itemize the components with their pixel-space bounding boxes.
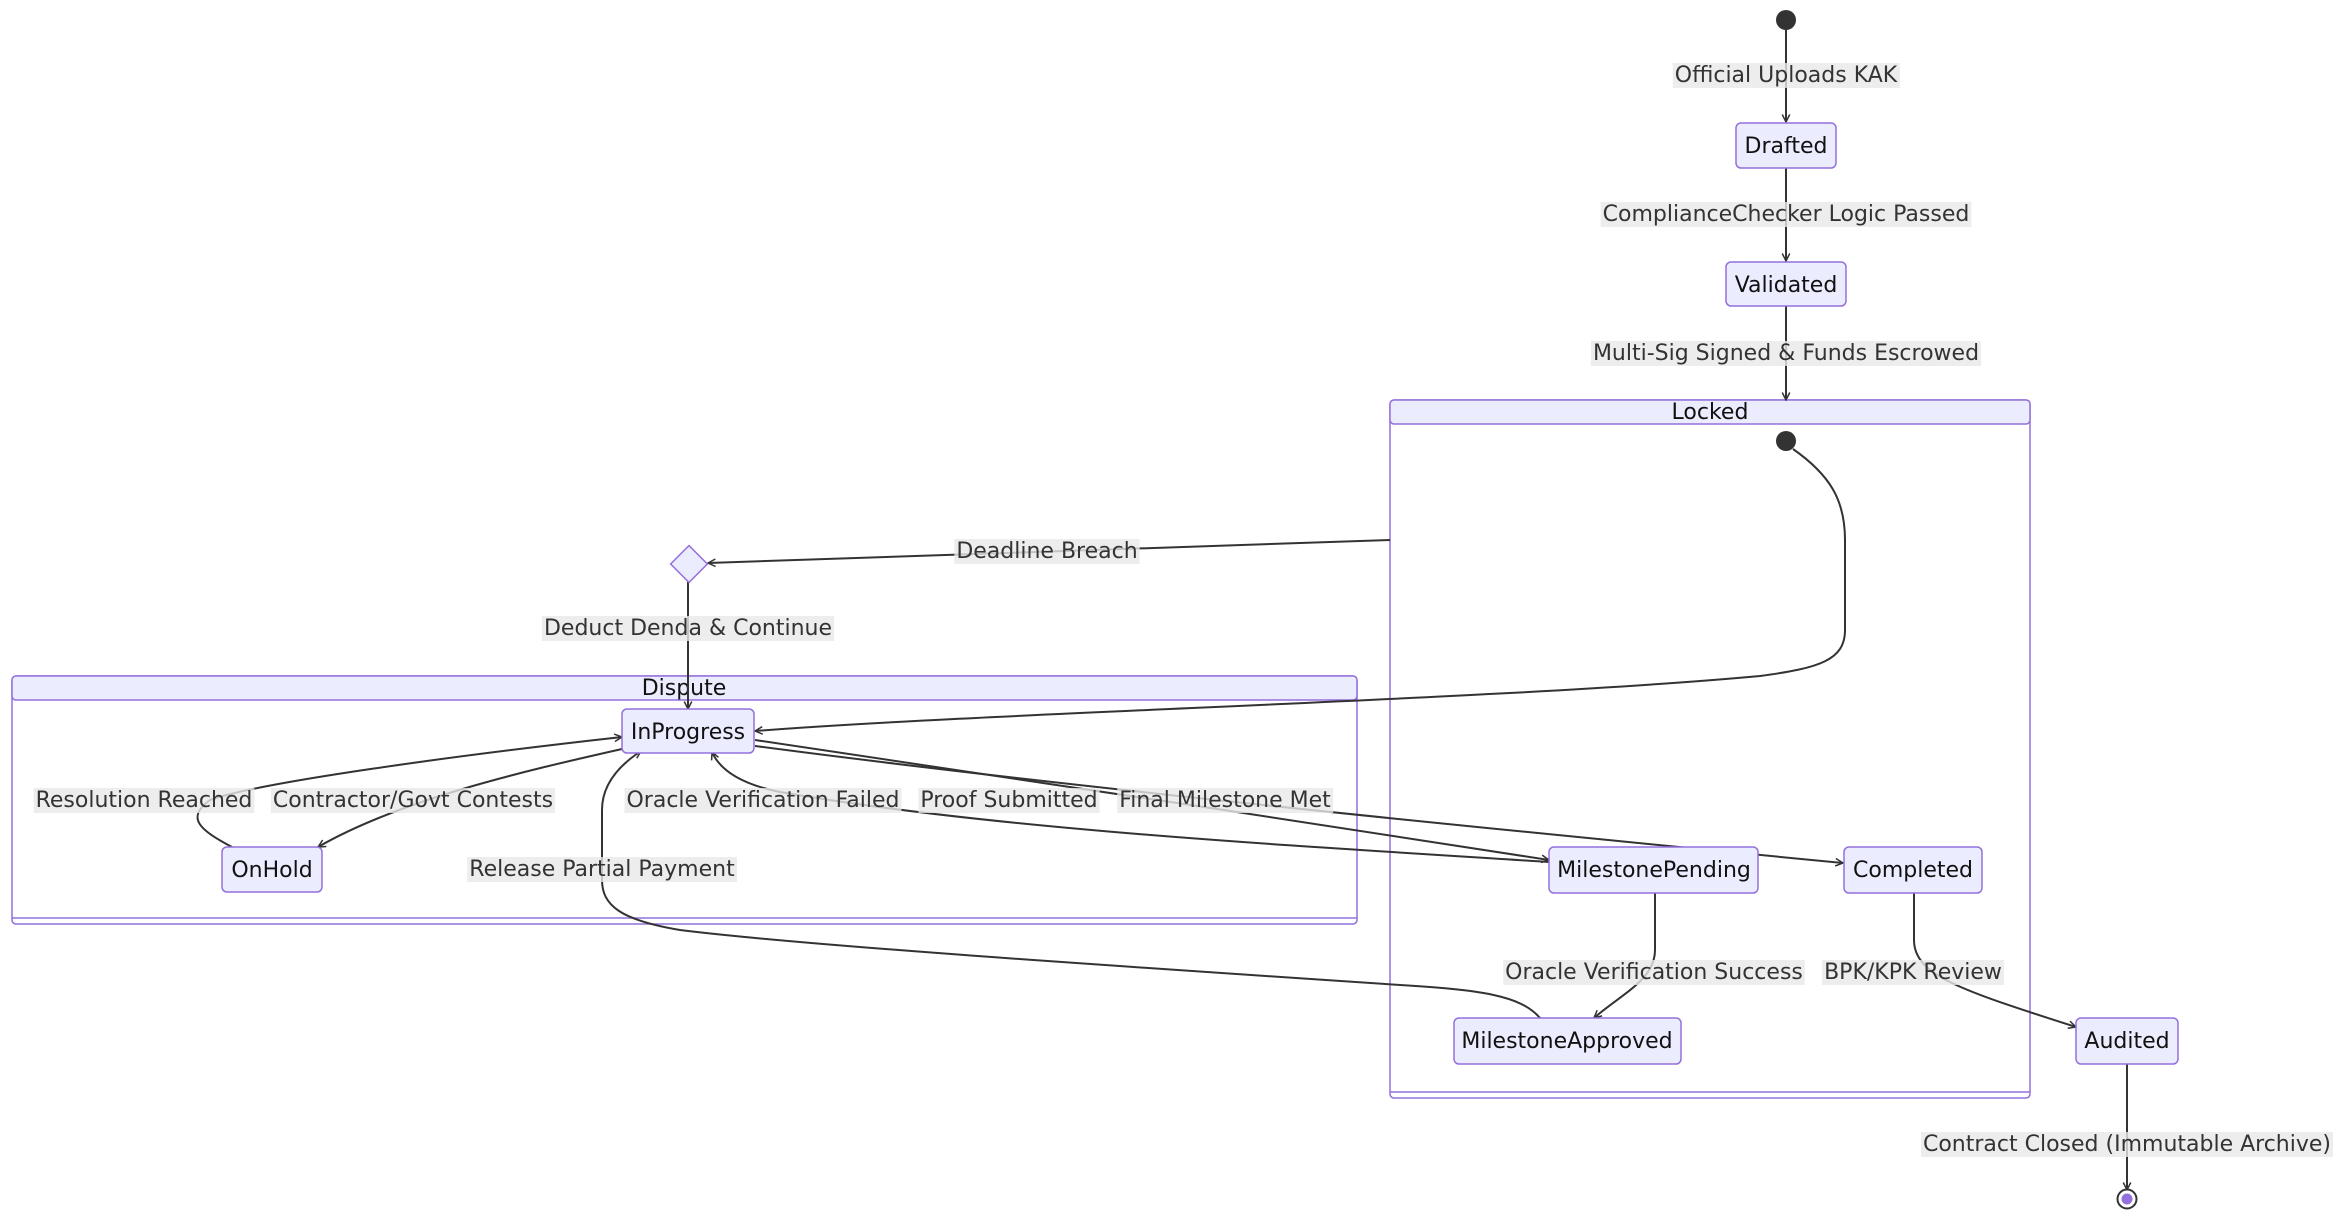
label-multisig-signed: Multi-Sig Signed & Funds Escrowed — [1590, 341, 1982, 366]
svg-text:Release Partial Payment: Release Partial Payment — [469, 857, 735, 882]
state-audited: Audited — [2075, 1017, 2179, 1065]
cluster-dispute-label: Dispute — [642, 676, 727, 701]
svg-text:Deduct Denda & Continue: Deduct Denda & Continue — [544, 616, 832, 641]
edge-locked-start-to-inprogress — [755, 448, 1846, 731]
state-on-hold: OnHold — [221, 846, 323, 893]
svg-text:BPK/KPK Review: BPK/KPK Review — [1824, 960, 2002, 985]
locked-start-state — [1776, 431, 1796, 451]
label-deduct-denda: Deduct Denda & Continue — [541, 616, 835, 641]
edge-pending-to-inprogress — [712, 752, 1550, 863]
state-completed: Completed — [1843, 846, 1983, 894]
svg-text:Contractor/Govt Contests: Contractor/Govt Contests — [273, 788, 553, 813]
edge-labels: Official Uploads KAK ComplianceChecker L… — [33, 63, 2334, 1157]
label-resolution-reached: Resolution Reached — [33, 788, 255, 813]
label-oracle-failed: Oracle Verification Failed — [624, 788, 902, 813]
start-state — [1776, 10, 1796, 30]
state-milestone-pending: MilestonePending — [1548, 846, 1759, 894]
svg-text:Multi-Sig Signed & Funds Escro: Multi-Sig Signed & Funds Escrowed — [1593, 341, 1979, 366]
svg-text:Official Uploads KAK: Official Uploads KAK — [1675, 63, 1898, 88]
state-milestone-approved-label: MilestoneApproved — [1461, 1029, 1672, 1054]
label-deadline-breach: Deadline Breach — [954, 539, 1140, 564]
cluster-locked-label: Locked — [1672, 400, 1749, 425]
state-validated-label: Validated — [1735, 273, 1838, 298]
svg-text:Oracle Verification Failed: Oracle Verification Failed — [626, 788, 899, 813]
state-drafted: Drafted — [1735, 122, 1837, 169]
label-oracle-success: Oracle Verification Success — [1503, 960, 1805, 985]
svg-text:ComplianceChecker Logic Passed: ComplianceChecker Logic Passed — [1603, 202, 1970, 227]
svg-text:Deadline Breach: Deadline Breach — [956, 539, 1137, 564]
state-milestone-pending-label: MilestonePending — [1557, 858, 1751, 883]
label-final-milestone: Final Milestone Met — [1117, 788, 1334, 813]
end-state — [2116, 1188, 2138, 1210]
label-proof-submitted: Proof Submitted — [918, 788, 1100, 813]
state-completed-label: Completed — [1853, 858, 1973, 883]
label-compliance-passed: ComplianceChecker Logic Passed — [1600, 202, 1972, 227]
state-validated: Validated — [1725, 261, 1847, 307]
cluster-locked: Locked — [1389, 399, 2031, 1099]
svg-text:Proof Submitted: Proof Submitted — [920, 788, 1097, 813]
label-contractor-contests: Contractor/Govt Contests — [270, 788, 556, 813]
label-contract-closed: Contract Closed (Immutable Archive) — [1920, 1132, 2334, 1157]
label-official-uploads: Official Uploads KAK — [1672, 63, 1900, 88]
svg-text:Contract Closed (Immutable Arc: Contract Closed (Immutable Archive) — [1923, 1132, 2331, 1157]
state-on-hold-label: OnHold — [231, 858, 312, 883]
edge-onhold-to-inprogress — [196, 737, 622, 848]
state-drafted-label: Drafted — [1745, 134, 1828, 159]
state-in-progress: InProgress — [621, 708, 755, 754]
svg-text:Final Milestone Met: Final Milestone Met — [1119, 788, 1331, 813]
state-in-progress-label: InProgress — [631, 720, 745, 745]
label-bpk-review: BPK/KPK Review — [1822, 960, 2004, 985]
edge-approved-to-inprogress — [601, 751, 1541, 1019]
deadline-choice — [669, 544, 709, 584]
state-milestone-approved: MilestoneApproved — [1453, 1017, 1682, 1065]
svg-text:Oracle Verification Success: Oracle Verification Success — [1505, 960, 1803, 985]
state-audited-label: Audited — [2084, 1029, 2169, 1054]
svg-text:Resolution Reached: Resolution Reached — [36, 788, 253, 813]
label-release-partial: Release Partial Payment — [467, 857, 738, 882]
